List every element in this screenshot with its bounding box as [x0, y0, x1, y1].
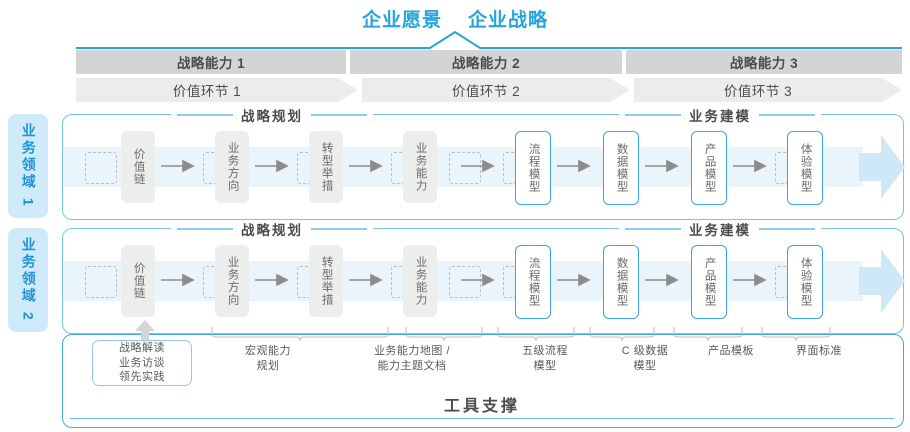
tool-label-macro-capability: 宏观能力规划	[245, 345, 291, 372]
node-business-capability[interactable]: 业务能力	[403, 245, 437, 317]
flow-end-arrow-icon	[859, 249, 905, 313]
node-business-capability[interactable]: 业务能力	[403, 131, 437, 203]
arrow-right-icon	[645, 159, 679, 173]
section-title-modeling: 业务建模	[689, 109, 751, 124]
enterprise-strategy-title: 企业战略	[468, 9, 549, 31]
domain-tab-2-label: 业务领域 2	[20, 237, 37, 323]
node-experience-model[interactable]: 体验模型	[787, 245, 823, 319]
arrow-right-icon	[557, 159, 591, 173]
rule-right-icon	[759, 114, 815, 116]
placeholder-box	[449, 266, 481, 298]
node-transformation-measures[interactable]: 转型举措	[309, 245, 343, 317]
section-title-modeling: 业务建模	[689, 223, 751, 238]
value-band-shapes-icon	[76, 78, 902, 102]
support-divider	[70, 418, 894, 420]
capability-cell-1[interactable]: 战略能力 1	[76, 50, 346, 74]
node-value-chain[interactable]: 价值链	[121, 245, 155, 317]
value-cell-3[interactable]: 价值环节 3	[723, 84, 793, 99]
arrow-right-icon	[461, 273, 495, 287]
node-process-model[interactable]: 流程模型	[515, 245, 551, 319]
value-cell-2[interactable]: 价值环节 2	[451, 84, 521, 99]
tool-highlight-line-2: 业务访谈	[119, 356, 165, 369]
peak-connector-icon	[76, 30, 902, 49]
node-business-direction[interactable]: 业务方向	[215, 131, 249, 203]
placeholder-box	[449, 152, 481, 184]
enterprise-vision-title: 企业愿景	[361, 9, 442, 31]
tool-label-ui-standard: 界面标准	[796, 345, 842, 357]
rule-right-icon	[311, 228, 367, 230]
tool-label-c-level-data: C 级数据模型	[621, 345, 669, 372]
tool-highlight-line-3: 领先实践	[119, 371, 165, 384]
arrow-right-icon	[161, 159, 195, 173]
placeholder-box	[85, 266, 117, 298]
flow-band-background	[63, 261, 863, 301]
arrow-right-icon	[557, 273, 591, 287]
tool-support-title: 工具支撑	[443, 398, 520, 415]
domain-tab-1[interactable]: 业务领域 1	[8, 114, 48, 218]
node-business-direction[interactable]: 业务方向	[215, 245, 249, 317]
arrow-right-icon	[349, 273, 383, 287]
tool-label-five-level-process: 五级流程模型	[522, 345, 568, 372]
node-process-model[interactable]: 流程模型	[515, 131, 551, 205]
tool-label-capability-map: 业务能力地图 /能力主题文档	[373, 345, 451, 372]
arrow-up-icon	[135, 320, 155, 342]
arrow-right-icon	[255, 273, 289, 287]
capability-band: 战略能力 1 战略能力 2 战略能力 3	[76, 50, 902, 74]
rule-left-icon	[625, 228, 681, 230]
section-header-planning-row1: 战略规划	[171, 106, 373, 124]
domain-tab-1-label: 业务领域 1	[20, 123, 37, 209]
section-title-planning: 战略规划	[241, 223, 303, 238]
capability-cell-2[interactable]: 战略能力 2	[350, 50, 622, 74]
arrow-right-icon	[461, 159, 495, 173]
rule-left-icon	[177, 228, 233, 230]
domain-tab-2[interactable]: 业务领域 2	[8, 228, 48, 332]
value-band: 价值环节 1 价值环节 2 价值环节 3	[76, 78, 902, 102]
flow-band-background	[63, 147, 863, 187]
arrow-right-icon	[161, 273, 195, 287]
tool-label-product-template: 产品模板	[708, 345, 754, 357]
node-value-chain[interactable]: 价值链	[121, 131, 155, 203]
node-transformation-measures[interactable]: 转型举措	[309, 131, 343, 203]
arrow-right-icon	[349, 159, 383, 173]
domain-row-1: 战略规划 业务建模 价值链 业务方向 转型举措 业务能力 流程模型 数据模型 产…	[62, 106, 905, 220]
value-cell-1[interactable]: 价值环节 1	[172, 84, 242, 99]
arrow-right-icon	[733, 273, 767, 287]
section-header-modeling-row1: 业务建模	[619, 106, 821, 124]
rule-left-icon	[625, 114, 681, 116]
tool-highlight-line-1: 战略解读	[119, 342, 165, 355]
placeholder-box	[85, 152, 117, 184]
capability-cell-3[interactable]: 战略能力 3	[626, 50, 902, 74]
arrow-right-icon	[733, 159, 767, 173]
node-data-model[interactable]: 数据模型	[603, 245, 639, 319]
node-experience-model[interactable]: 体验模型	[787, 131, 823, 205]
rule-right-icon	[759, 228, 815, 230]
node-product-model[interactable]: 产品模型	[691, 245, 727, 319]
brace-connectors-icon	[211, 327, 831, 342]
node-product-model[interactable]: 产品模型	[691, 131, 727, 205]
rule-left-icon	[177, 114, 233, 116]
section-header-modeling-row2: 业务建模	[619, 220, 821, 238]
arrow-right-icon	[255, 159, 289, 173]
flow-end-arrow-icon	[859, 135, 905, 199]
tool-highlight-box[interactable]: 战略解读 业务访谈 领先实践	[92, 340, 192, 386]
rule-right-icon	[311, 114, 367, 116]
arrow-right-icon	[645, 273, 679, 287]
section-header-planning-row2: 战略规划	[171, 220, 373, 238]
section-title-planning: 战略规划	[241, 109, 303, 124]
node-data-model[interactable]: 数据模型	[603, 131, 639, 205]
domain-row-2: 战略规划 业务建模 价值链 业务方向 转型举措 业务能力 流程模型 数据模型 产…	[62, 220, 905, 334]
top-titles: 企业愿景 企业战略	[0, 4, 910, 32]
